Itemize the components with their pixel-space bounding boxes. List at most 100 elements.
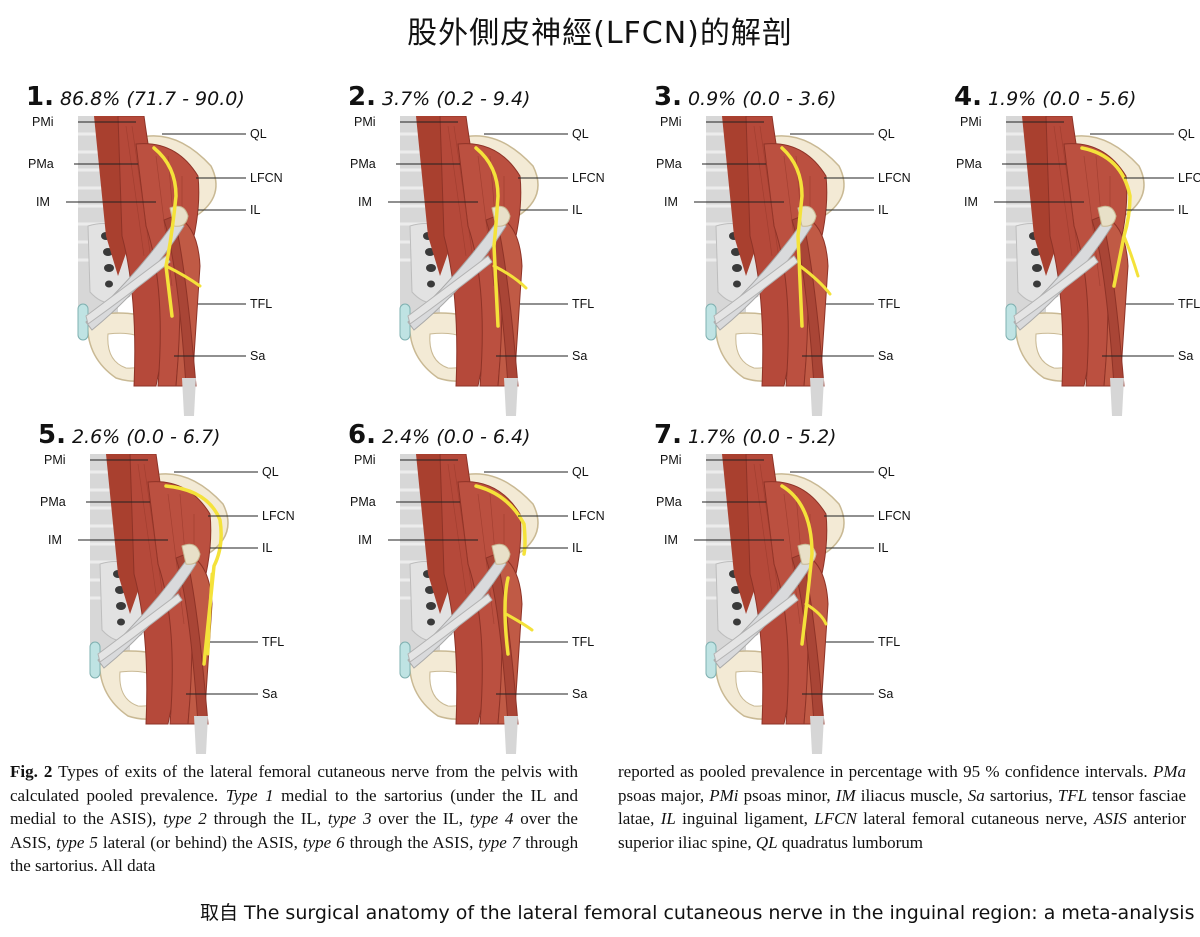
label-lfcn: LFCN [878, 171, 911, 185]
caption-text: inguinal ligament, [682, 809, 808, 828]
label-sa: Sa [262, 687, 277, 701]
label-ql: QL [572, 465, 589, 479]
lfcn-nerve-branch [804, 602, 828, 626]
label-tfl: TFL [878, 635, 900, 649]
label-sa: Sa [878, 687, 893, 701]
anatomy-illustration: PMi PMa IM QL LFCN IL TFL Sa [40, 454, 295, 754]
ligament-band [85, 255, 171, 325]
lfcn-nerve-branch [798, 264, 832, 296]
lfcn-nerve [1080, 146, 1132, 288]
caption-text: medial to the sartorius (under the IL an… [10, 785, 579, 829]
anatomy-illustration: PMi PMa IM QL LFCN IL TFL Sa [656, 116, 911, 416]
label-il: IL [262, 541, 272, 555]
page-title: 股外側皮神經(LFCN)的解剖 [407, 16, 793, 51]
panel-prevalence: 1.9% (0.0 - 5.6) [987, 88, 1137, 110]
leader-lines [994, 121, 1174, 357]
caption-type: type 5 [56, 832, 98, 852]
sacral-foramina [101, 232, 114, 288]
label-tfl: TFL [878, 297, 900, 311]
caption-text: reported as pooled prevalence in percent… [618, 762, 1148, 781]
lfcn-nerve [164, 484, 223, 666]
label-lfcn: LFCN [262, 509, 295, 523]
anatomy-panel-4: 4.1.9% (0.0 - 5.6) [954, 82, 1200, 416]
panel-heading: 2.3.7% (0.2 - 9.4) [348, 82, 530, 112]
panel-heading: 4.1.9% (0.0 - 5.6) [954, 82, 1136, 112]
anatomy-illustration: PMi PMa IM QL LFCN IL TFL Sa [656, 454, 911, 754]
leader-lines [694, 459, 874, 695]
label-il: IL [572, 203, 582, 217]
caption-text: over the IL, [378, 809, 464, 828]
label-il: IL [1178, 203, 1188, 217]
caption-text: iliacus muscle, [860, 785, 963, 805]
sartorius-tendon [1110, 378, 1124, 416]
sartorius-tendon [194, 716, 208, 754]
anatomy-panel-1: 1.86.8% (71.7 - 90.0) [26, 82, 316, 416]
label-tfl: TFL [572, 635, 594, 649]
ligament-band [407, 593, 493, 663]
label-sa: Sa [572, 687, 587, 701]
label-ql: QL [1178, 127, 1195, 141]
label-pmi: PMi [354, 454, 376, 467]
lfcn-nerve [474, 484, 527, 656]
lfcn-nerve [152, 146, 178, 318]
caption-abbr: Sa [967, 785, 985, 805]
label-sa: Sa [878, 349, 893, 363]
caption-type: type 6 [302, 832, 345, 852]
leader-lines [388, 121, 568, 357]
asis [181, 543, 201, 565]
label-pma: PMa [350, 157, 376, 171]
anatomy-illustration: PMi PMa IM QL LFCN IL TFL Sa [350, 116, 605, 416]
label-im: IM [358, 195, 372, 209]
caption-text: Types of exits of the lateral femoral cu… [10, 762, 578, 805]
caption-text: sartorius, [989, 785, 1053, 805]
label-ql: QL [262, 465, 279, 479]
panel-number: 6. [348, 420, 376, 450]
panel-prevalence: 0.9% (0.0 - 3.6) [687, 88, 837, 110]
anatomy-illustration: PMi PMa IM QL LFCN IL TFL Sa [956, 116, 1200, 416]
caption-type: type 4 [469, 809, 514, 828]
asis [491, 543, 511, 565]
panel-number: 7. [654, 420, 682, 450]
label-sa: Sa [250, 349, 265, 363]
lfcn-nerve [474, 146, 500, 328]
panel-heading: 5.2.6% (0.0 - 6.7) [38, 420, 220, 450]
caption-abbr: ASIS [1093, 809, 1127, 828]
panel-number: 3. [654, 82, 682, 112]
label-pmi: PMi [660, 116, 682, 129]
anatomy-panel-2: 2.3.7% (0.2 - 9.4) [348, 82, 638, 416]
caption-abbr: PMa [1152, 762, 1187, 781]
label-sa: Sa [572, 349, 587, 363]
lfcn-nerve-branch [504, 612, 534, 632]
sartorius [163, 215, 197, 387]
label-tfl: TFL [572, 297, 594, 311]
panel-prevalence: 2.4% (0.0 - 6.4) [381, 426, 531, 448]
label-tfl: TFL [1178, 297, 1200, 311]
panel-heading: 3.0.9% (0.0 - 3.6) [654, 82, 836, 112]
panel-heading: 6.2.4% (0.0 - 6.4) [348, 420, 530, 450]
lfcn-nerve [780, 484, 814, 646]
label-pmi: PMi [960, 116, 982, 129]
caption-abbr: PMi [709, 785, 739, 805]
sartorius-tendon [810, 716, 824, 754]
label-im: IM [36, 195, 50, 209]
caption-text: through the IL, [213, 809, 322, 828]
leader-lines [388, 459, 568, 695]
caption-text: through the sartorius. All data [10, 832, 579, 876]
caption-type: type 3 [327, 809, 372, 828]
label-lfcn: LFCN [250, 171, 283, 185]
label-ql: QL [878, 127, 895, 141]
label-il: IL [878, 203, 888, 217]
caption-abbr: IL [660, 809, 676, 828]
leader-lines [66, 121, 246, 357]
label-ql: QL [572, 127, 589, 141]
panel-heading: 1.86.8% (71.7 - 90.0) [26, 82, 245, 112]
label-lfcn: LFCN [572, 171, 605, 185]
leader-lines [694, 121, 874, 357]
label-ql: QL [250, 127, 267, 141]
anatomy-panel-5: 5.2.6% (0.0 - 6.7) [38, 420, 328, 754]
label-im: IM [358, 533, 372, 547]
lfcn-nerve-branch [206, 572, 214, 656]
label-pmi: PMi [44, 454, 66, 467]
caption-type: type 7 [478, 832, 521, 852]
label-pma: PMa [656, 495, 682, 509]
